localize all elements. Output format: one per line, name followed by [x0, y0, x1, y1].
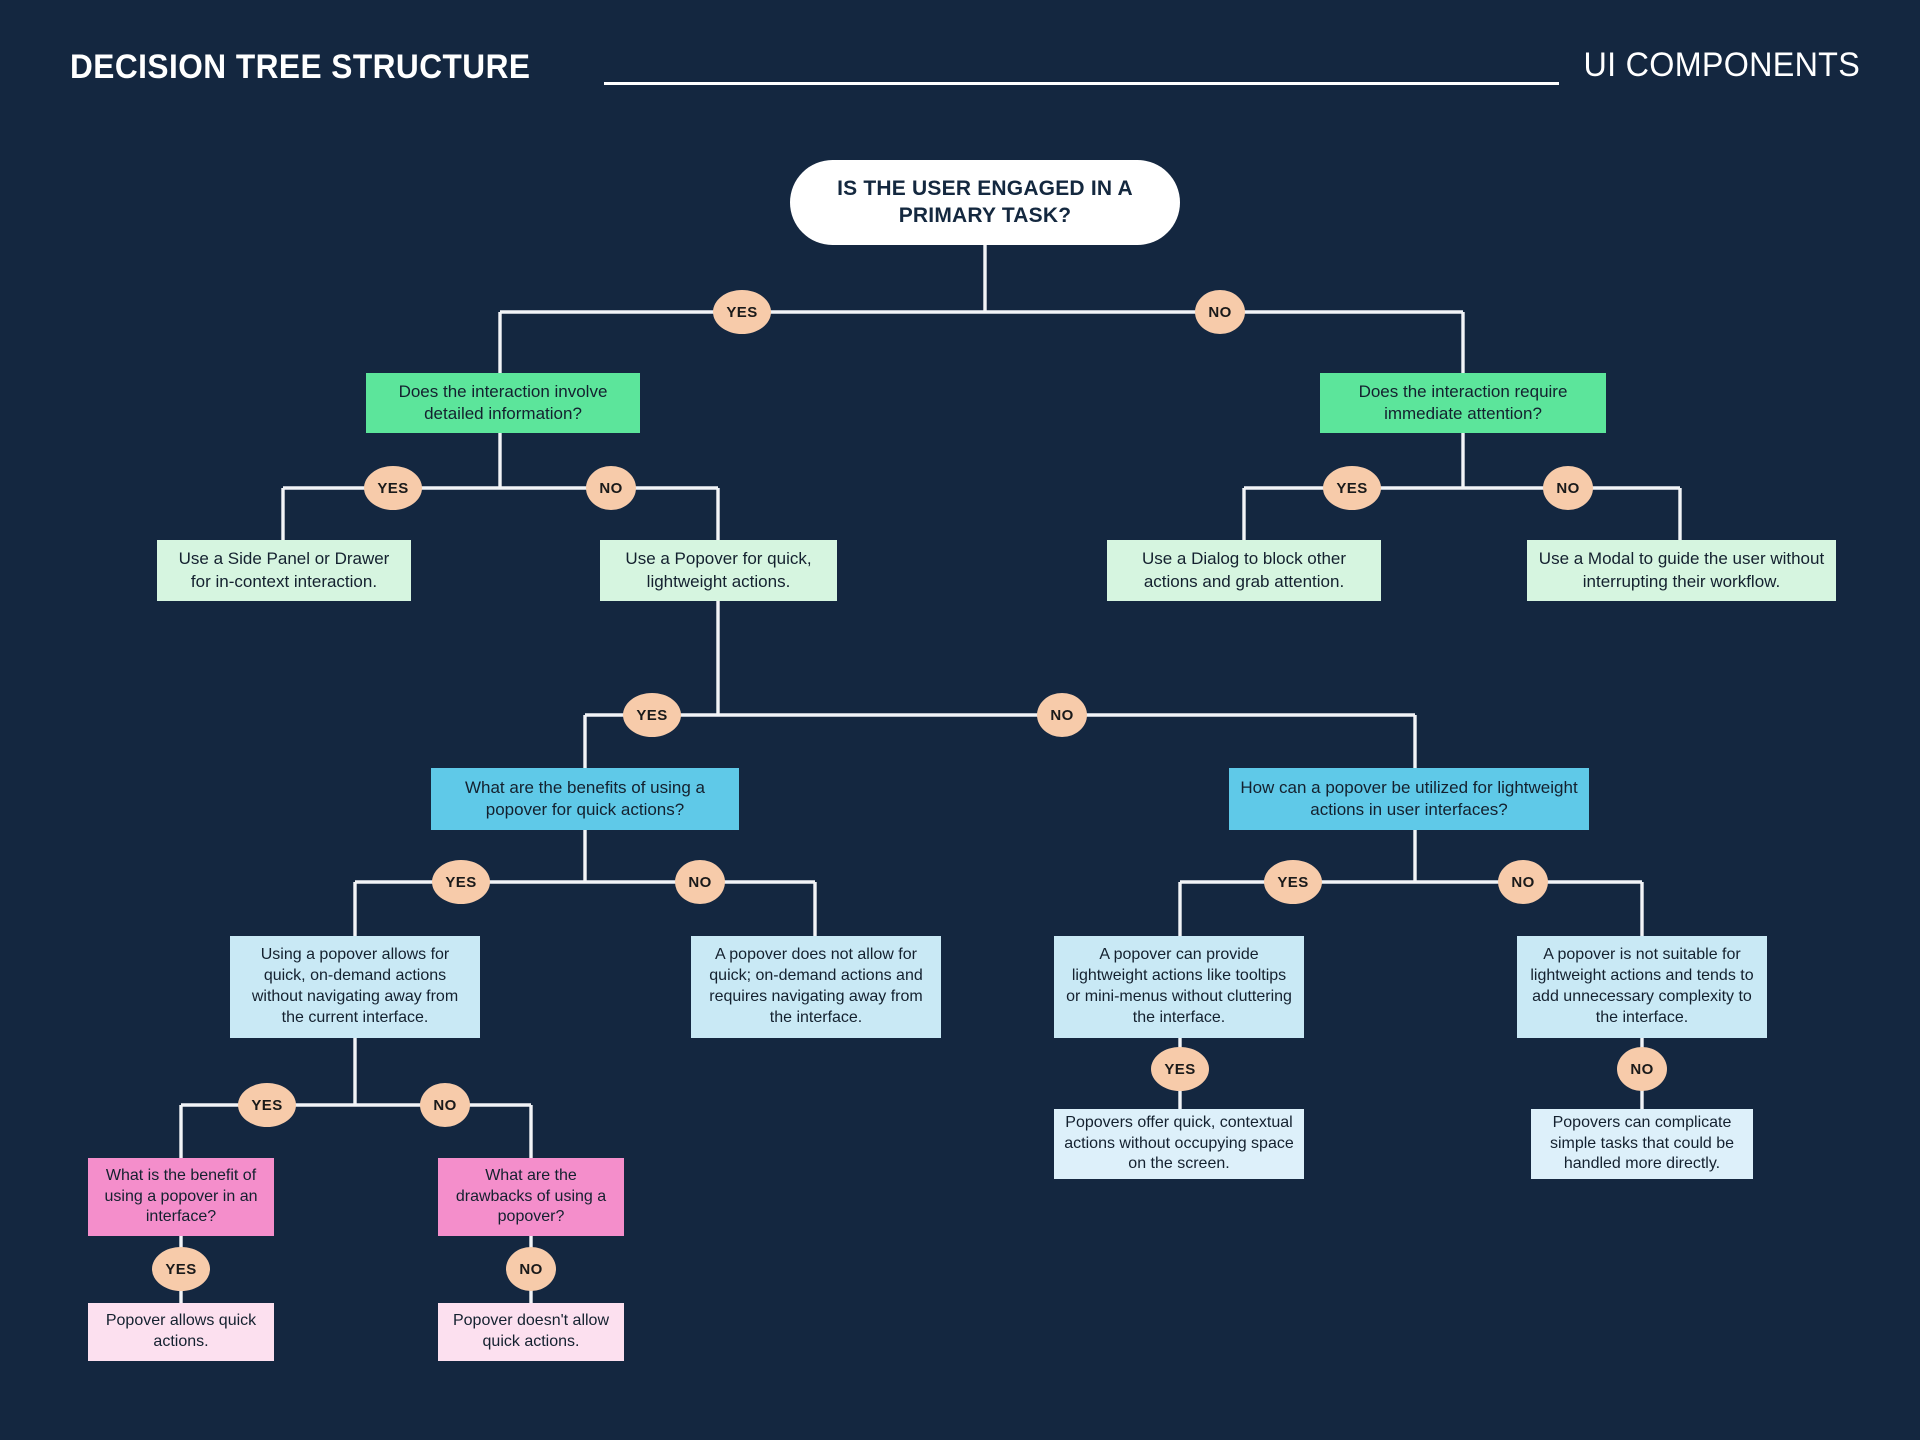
badge-no-root: NO — [1195, 290, 1245, 334]
header-subtitle: UI COMPONENTS — [1583, 46, 1860, 84]
badge-no-benefits: NO — [675, 860, 725, 904]
node-question-drawbacks[interactable]: What are the drawbacks of using a popove… — [438, 1158, 624, 1236]
badge-yes-immediate: YES — [1323, 466, 1381, 510]
node-answer-modal[interactable]: Use a Modal to guide the user without in… — [1527, 540, 1836, 601]
node-question-popover-benefits[interactable]: What are the benefits of using a popover… — [431, 768, 739, 830]
badge-yes-can-provide: YES — [1151, 1047, 1209, 1091]
badge-yes-popover-branch: YES — [623, 693, 681, 737]
page-header: DECISION TREE STRUCTURE UI COMPONENTS — [0, 0, 1920, 110]
node-question-detailed-information[interactable]: Does the interaction involve detailed in… — [366, 373, 640, 433]
node-answer-contextual-actions[interactable]: Popovers offer quick, contextual actions… — [1054, 1109, 1304, 1179]
badge-yes-detailed: YES — [364, 466, 422, 510]
badge-yes-benefit-interface: YES — [152, 1247, 210, 1291]
badge-no-detailed: NO — [586, 466, 636, 510]
badge-no-drawbacks: NO — [506, 1247, 556, 1291]
node-question-benefit-interface[interactable]: What is the benefit of using a popover i… — [88, 1158, 274, 1236]
node-root-question[interactable]: IS THE USER ENGAGED IN A PRIMARY TASK? — [790, 160, 1180, 245]
badge-yes-utilized: YES — [1264, 860, 1322, 904]
badge-no-allows-quick: NO — [420, 1083, 470, 1127]
node-answer-complicate-tasks[interactable]: Popovers can complicate simple tasks tha… — [1531, 1109, 1753, 1179]
badge-yes-allows-quick: YES — [238, 1083, 296, 1127]
badge-yes-root: YES — [713, 290, 771, 334]
header-divider — [604, 82, 1559, 85]
node-answer-not-allow-quick[interactable]: A popover does not allow for quick; on-d… — [691, 936, 941, 1038]
node-answer-side-panel[interactable]: Use a Side Panel or Drawer for in-contex… — [157, 540, 411, 601]
node-answer-not-suitable[interactable]: A popover is not suitable for lightweigh… — [1517, 936, 1767, 1038]
node-answer-popover-allows[interactable]: Popover allows quick actions. — [88, 1303, 274, 1361]
badge-no-utilized: NO — [1498, 860, 1548, 904]
badge-no-immediate: NO — [1543, 466, 1593, 510]
node-answer-can-provide[interactable]: A popover can provide lightweight action… — [1054, 936, 1304, 1038]
node-answer-dialog[interactable]: Use a Dialog to block other actions and … — [1107, 540, 1381, 601]
node-question-immediate-attention[interactable]: Does the interaction require immediate a… — [1320, 373, 1606, 433]
node-answer-allows-quick[interactable]: Using a popover allows for quick, on-dem… — [230, 936, 480, 1038]
node-answer-popover[interactable]: Use a Popover for quick, lightweight act… — [600, 540, 837, 601]
badge-no-not-suitable: NO — [1617, 1047, 1667, 1091]
badge-yes-benefits: YES — [432, 860, 490, 904]
badge-no-popover-branch: NO — [1037, 693, 1087, 737]
node-question-popover-utilized[interactable]: How can a popover be utilized for lightw… — [1229, 768, 1589, 830]
page-title: DECISION TREE STRUCTURE — [70, 48, 531, 86]
node-answer-popover-doesnt-allow[interactable]: Popover doesn't allow quick actions. — [438, 1303, 624, 1361]
